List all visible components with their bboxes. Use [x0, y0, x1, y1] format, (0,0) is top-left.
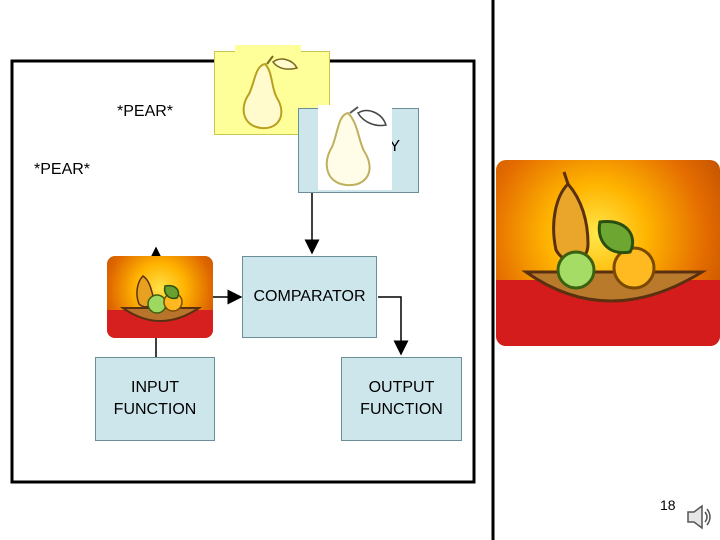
comparator-to-output-arrow	[378, 296, 409, 356]
memory-label: Y	[389, 137, 400, 155]
speaker-icon[interactable]	[684, 502, 712, 532]
input-function-box: INPUT FUNCTION	[95, 357, 215, 441]
input-function-label: INPUT FUNCTION	[113, 379, 197, 418]
page-number: 18	[660, 497, 676, 513]
output-function-label: OUTPUT FUNCTION	[360, 379, 443, 418]
fruit-bowl-painting-small	[107, 256, 213, 338]
fruit-bowl-painting-large	[496, 160, 720, 346]
comparator-label: COMPARATOR	[253, 288, 366, 305]
comparator-box: COMPARATOR	[242, 256, 377, 338]
pear-label-top: *PEAR*	[117, 103, 174, 120]
note-tab	[235, 45, 301, 53]
pear-sketch-overlay	[318, 105, 392, 190]
pear-sketch-icon	[242, 55, 299, 130]
pear-outline-icon	[325, 106, 387, 187]
output-function-box: OUTPUT FUNCTION	[341, 357, 462, 441]
pear-label-left: *PEAR*	[34, 161, 91, 178]
